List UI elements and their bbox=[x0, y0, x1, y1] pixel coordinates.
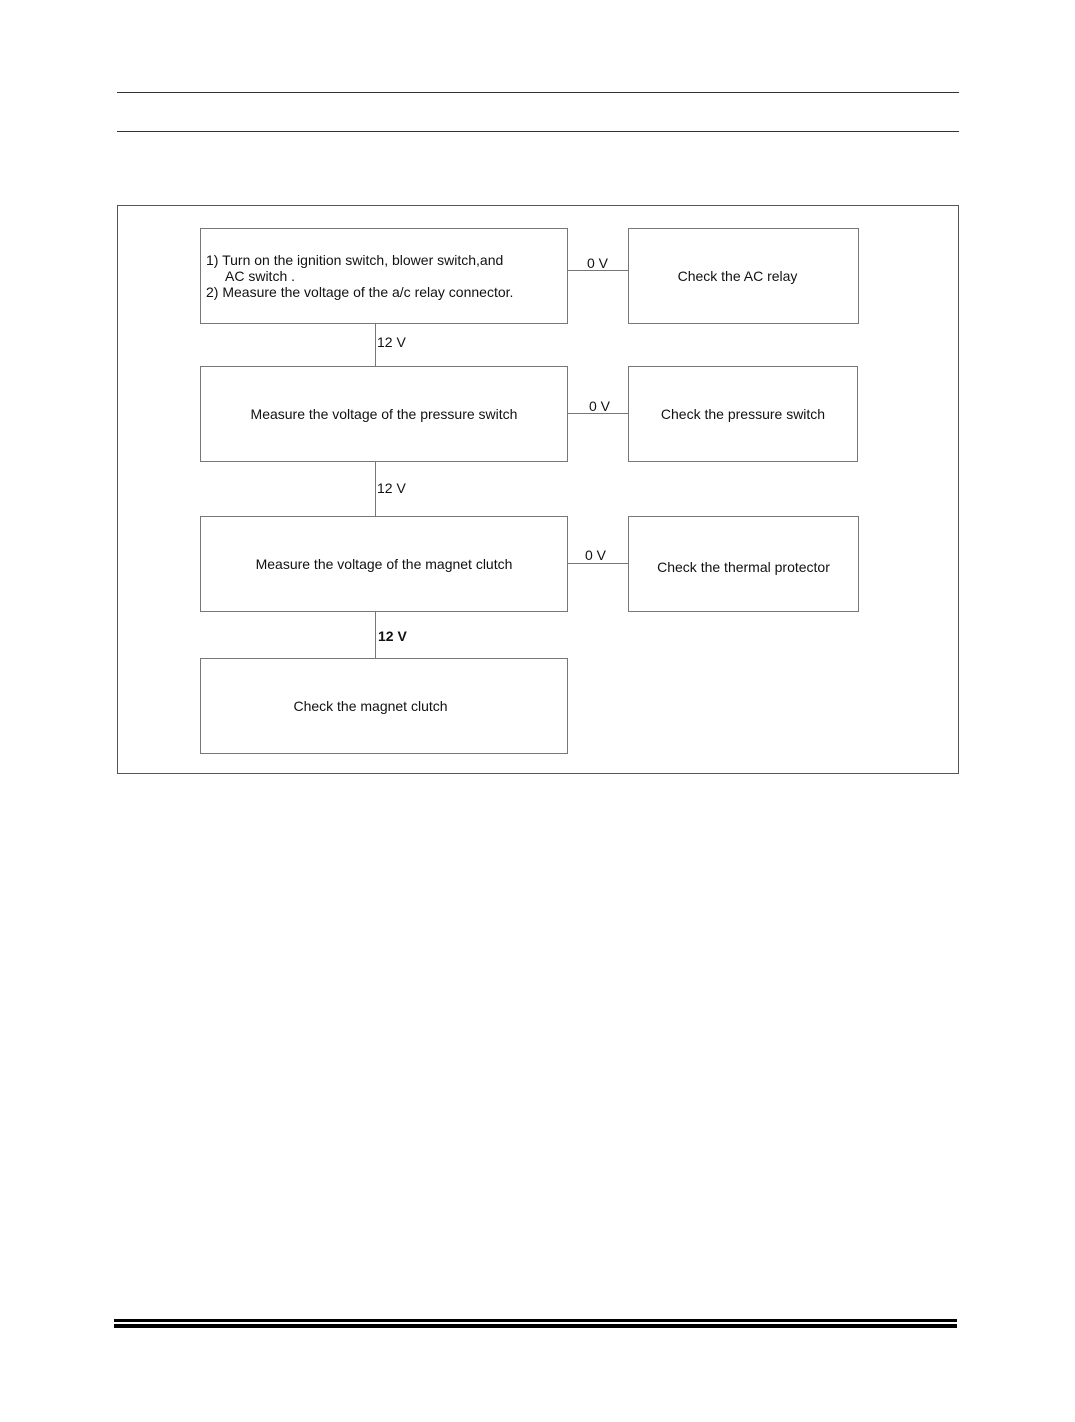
connector-step2-step3 bbox=[375, 462, 376, 516]
connector-step3-step4 bbox=[375, 612, 376, 658]
label-12v-2: 12 V bbox=[377, 480, 406, 496]
label-12v-3: 12 V bbox=[378, 628, 407, 644]
step2-text: Measure the voltage of the pressure swit… bbox=[250, 406, 518, 422]
connector-step3-branch3 bbox=[568, 563, 628, 564]
branch3-box: Check the thermal protector bbox=[628, 516, 859, 612]
branch2-box: Check the pressure switch bbox=[628, 366, 858, 462]
flowchart-frame bbox=[117, 205, 959, 774]
step4-text: Check the magnet clutch bbox=[293, 698, 448, 714]
footer-rule-thin bbox=[114, 1324, 957, 1328]
header-rule-bottom bbox=[117, 131, 959, 132]
step1-line3: 2) Measure the voltage of the a/c relay … bbox=[206, 284, 514, 300]
step1-box: 1) Turn on the ignition switch, blower s… bbox=[200, 228, 568, 324]
footer-rule-thick bbox=[114, 1319, 957, 1322]
label-0v-1: 0 V bbox=[587, 255, 609, 271]
step1-text: 1) Turn on the ignition switch, blower s… bbox=[206, 252, 513, 300]
step1-line1: 1) Turn on the ignition switch, blower s… bbox=[206, 252, 504, 268]
label-12v-1: 12 V bbox=[377, 334, 406, 350]
step3-box: Measure the voltage of the magnet clutch bbox=[200, 516, 568, 612]
connector-step1-branch1 bbox=[568, 270, 628, 271]
step4-box: Check the magnet clutch bbox=[200, 658, 568, 754]
branch1-box: Check the AC relay bbox=[628, 228, 859, 324]
branch2-text: Check the pressure switch bbox=[660, 406, 826, 422]
connector-step1-step2 bbox=[375, 324, 376, 366]
branch1-text: Check the AC relay bbox=[677, 268, 798, 284]
branch3-text: Check the thermal protector bbox=[657, 559, 830, 575]
step3-text: Measure the voltage of the magnet clutch bbox=[255, 556, 513, 572]
step2-box: Measure the voltage of the pressure swit… bbox=[200, 366, 568, 462]
step1-line2: AC switch . bbox=[225, 268, 296, 284]
header-rule-top bbox=[117, 92, 959, 93]
label-0v-2: 0 V bbox=[589, 398, 611, 414]
label-0v-3: 0 V bbox=[585, 547, 607, 563]
connector-step2-branch2 bbox=[568, 413, 628, 414]
